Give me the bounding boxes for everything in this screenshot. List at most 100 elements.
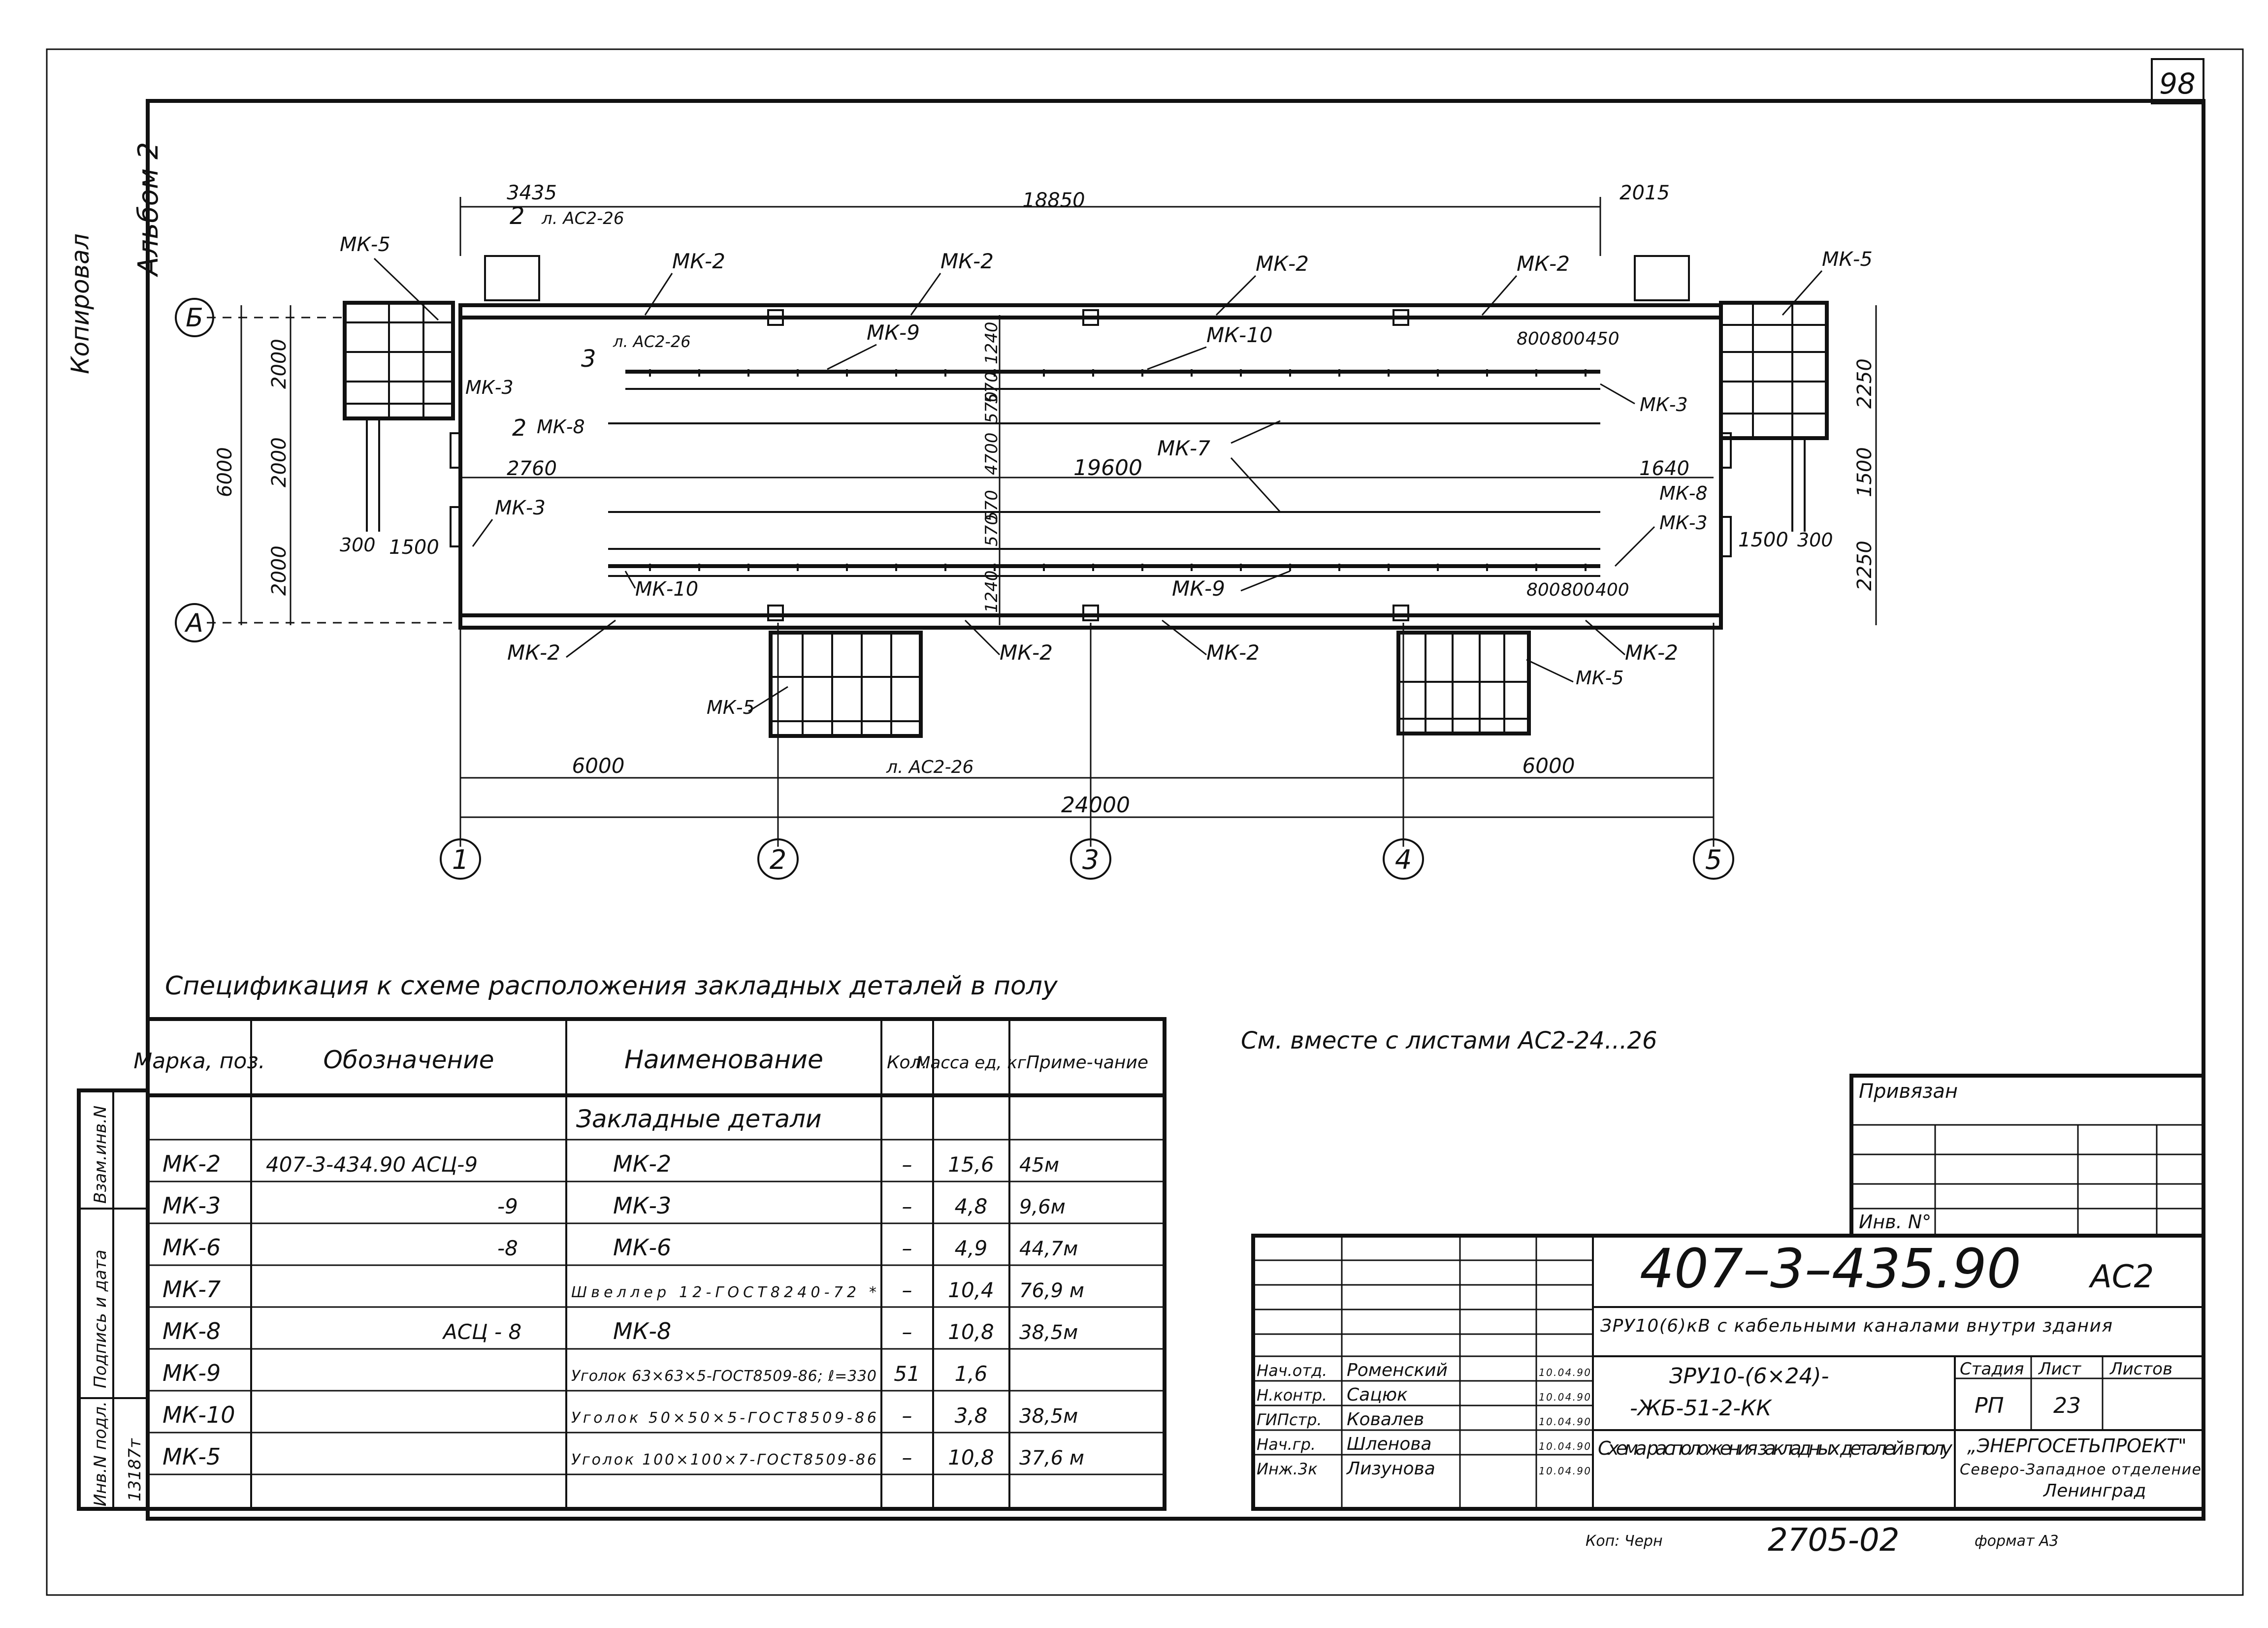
spec-row-qty: – xyxy=(902,1445,912,1469)
plan-markings: МК-5 МК-5 МК-2 МК-2 МК-2 МК-2 МК-9 МК-10… xyxy=(340,202,1873,777)
label-mk2-3: МК-2 xyxy=(1256,252,1309,276)
label-mk10-bottom: МК-10 xyxy=(635,578,698,601)
dim-bottom-total: 24000 xyxy=(1061,793,1130,818)
spec-h-code: Обозначение xyxy=(324,1046,494,1074)
stamp-person-date: 10.04.90 xyxy=(1539,1416,1590,1428)
label-mk10-top: МК-10 xyxy=(1206,323,1273,347)
spec-row-mass: 1,6 xyxy=(955,1362,988,1386)
stamp-stage: РП xyxy=(1975,1393,2004,1418)
dim-top-right: 2015 xyxy=(1620,182,1670,204)
spec-title: Спецификация к схеме расположения заклад… xyxy=(165,971,1058,1001)
title-block: Привязан Инв. N° 407–3–435.90 АС2 ЗРУ10(… xyxy=(1251,1074,2205,1511)
stamp-person-role: Нач.гр. xyxy=(1257,1435,1316,1454)
stamp-person-date: 10.04.90 xyxy=(1539,1391,1590,1403)
dim-right-1: 2250 xyxy=(1853,358,1876,409)
stamp-sheet-h: Лист xyxy=(2038,1359,2081,1379)
spec-row-code: 407-3-434.90 АСЦ-9 xyxy=(266,1152,478,1177)
spec-row-name: Уголок 63×63×5-ГОСТ8509-86; ℓ=330 xyxy=(571,1368,876,1385)
stamp-person-name: Роменский xyxy=(1347,1360,1448,1380)
spec-h-mark: Марка, поз. xyxy=(133,1049,265,1074)
stamp-stage-h: Стадия xyxy=(1960,1359,2024,1379)
dim-ch-570c: 570 xyxy=(982,490,1002,522)
dim-ch-width-bottom: 1240 xyxy=(982,570,1002,613)
spec-row-mass: 10,8 xyxy=(948,1320,994,1344)
label-mk2-2: МК-2 xyxy=(940,249,994,273)
spec-row-mark: МК-2 xyxy=(162,1150,221,1177)
spec-row-qty: – xyxy=(902,1320,912,1344)
dim-right-3: 2250 xyxy=(1853,541,1876,591)
label-mk9-top: МК-9 xyxy=(867,320,920,345)
bottom-bay-right xyxy=(1396,631,1531,735)
dim-channel-left: 2760 xyxy=(507,457,557,480)
stamp-person-role: ГИПстр. xyxy=(1257,1410,1322,1429)
axis-row-b: Б xyxy=(186,303,203,333)
dim-ch-4700: 4700 xyxy=(982,432,1002,475)
spec-row-mark: МК-6 xyxy=(162,1234,221,1261)
stamp-person-date: 10.04.90 xyxy=(1539,1440,1590,1452)
spec-row-mark: МК-10 xyxy=(162,1402,235,1428)
axis-col-1: 1 xyxy=(452,844,469,875)
pitch-bottom-2: 800 xyxy=(1561,580,1595,600)
label-mk3-tl: МК-3 xyxy=(465,377,514,398)
label-mk3-bl: МК-3 xyxy=(495,497,546,519)
stamp-person-date: 10.04.90 xyxy=(1539,1367,1590,1378)
stamp-sheet-no: 23 xyxy=(2053,1393,2081,1418)
sheet-ref-top: л. АС2-26 xyxy=(541,209,624,228)
stamp-inv: Инв. N° xyxy=(1859,1211,1931,1233)
spec-row-qty: – xyxy=(902,1194,912,1218)
spec-row-note: 9,6м xyxy=(1019,1196,1066,1218)
dim-top-total: 18850 xyxy=(1022,189,1085,212)
spec-row-mark: МК-5 xyxy=(162,1443,221,1470)
dim-ch-570a: 570 xyxy=(982,372,1002,404)
spec-row-name: Швеллер 12-ГОСТ8240-72 * xyxy=(571,1284,876,1301)
spec-h-mass: Масса ед, кг xyxy=(916,1053,1027,1073)
label-mk5-bl: МК-5 xyxy=(707,697,755,718)
label-mk3-tr: МК-3 xyxy=(1640,394,1688,415)
stamp-sheet-code: АС2 xyxy=(2088,1259,2154,1295)
spec-row-mark: МК-7 xyxy=(162,1276,221,1303)
stamp-org-3: Ленинград xyxy=(2042,1481,2146,1501)
spec-row-qty: – xyxy=(902,1236,912,1260)
pitch-top-2: 800 xyxy=(1551,329,1585,349)
footer-copied: Коп: Черн xyxy=(1586,1532,1663,1550)
spec-row-note: 37,6 м xyxy=(1019,1447,1084,1469)
side-inv-orig: Инв.N подл. xyxy=(91,1401,110,1506)
sheet-ref-mid: л. АС2-26 xyxy=(613,332,691,351)
dim-top-left: 3435 xyxy=(507,182,557,204)
spec-row-mass: 10,4 xyxy=(948,1278,994,1302)
spec-row-qty: – xyxy=(902,1404,912,1428)
spec-h-name: Наименование xyxy=(624,1045,823,1075)
spec-group: Закладные детали xyxy=(576,1105,821,1133)
spec-row-name: МК-2 xyxy=(613,1150,671,1177)
label-mk8-br: МК-8 xyxy=(1659,482,1708,504)
dim-right-1500: 1500 xyxy=(1738,529,1788,551)
dim-bottom-left: 6000 xyxy=(572,754,625,778)
label-mk2-b2: МК-2 xyxy=(1000,640,1053,665)
spec-row-mark: МК-3 xyxy=(162,1192,221,1219)
spec-row-mass: 10,8 xyxy=(948,1445,994,1469)
dim-right-300: 300 xyxy=(1797,529,1833,551)
dim-left-1500: 1500 xyxy=(389,536,439,559)
spec-row-note: 44,7м xyxy=(1019,1238,1078,1260)
stamp-object-title: ЗРУ10(6)кВ с кабельными каналами внутри … xyxy=(1600,1316,2112,1336)
footer-format: формат А3 xyxy=(1975,1532,2059,1550)
section-3: 3 xyxy=(581,345,596,373)
label-mk8-top: МК-8 xyxy=(537,416,585,438)
section-2-mid: 2 xyxy=(512,415,526,441)
spec-row-mark: МК-9 xyxy=(162,1360,221,1386)
stamp-bound: Привязан xyxy=(1859,1080,1958,1103)
stamp-drawing-title: Схема расположения закладных деталей в п… xyxy=(1598,1437,1953,1459)
stamp-person-date: 10.04.90 xyxy=(1539,1465,1590,1477)
label-mk2-4: МК-2 xyxy=(1517,252,1570,276)
spec-row-name: МК-6 xyxy=(613,1234,671,1261)
spec-row-code: -8 xyxy=(497,1236,518,1260)
axis-row-a: А xyxy=(184,608,203,638)
label-mk5-br: МК-5 xyxy=(1576,667,1624,689)
spec-row-mass: 3,8 xyxy=(955,1404,988,1428)
pitch-bottom-3: 400 xyxy=(1595,580,1629,600)
stamp-person-role: Нач.отд. xyxy=(1257,1361,1327,1380)
dim-ch-width-top: 1240 xyxy=(982,321,1002,364)
label-mk7: МК-7 xyxy=(1157,436,1210,460)
